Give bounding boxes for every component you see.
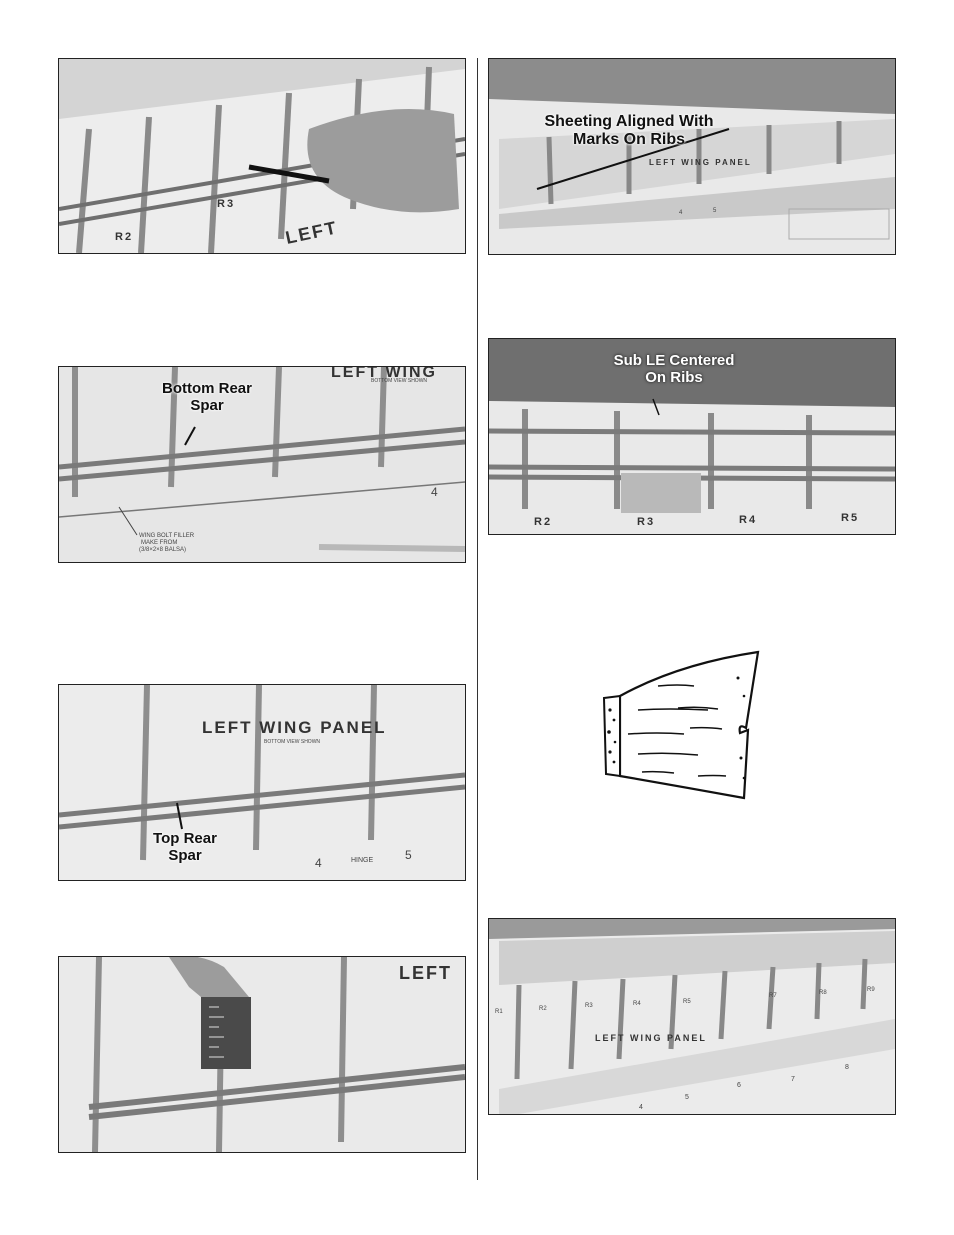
plan-subtitle-text: BOTTOM VIEW SHOWN xyxy=(264,739,320,745)
column-divider xyxy=(477,58,478,1180)
plan-number-6: 6 xyxy=(737,1082,741,1089)
plan-number-8: 8 xyxy=(845,1064,849,1071)
callout-sheeting-aligned: Sheeting Aligned With Marks On Ribs xyxy=(544,113,714,148)
rib-label-r8: R8 xyxy=(819,990,827,996)
rib-label-r1: R1 xyxy=(495,1009,503,1015)
photo-3-top-rear-spar: LEFT WING PANEL BOTTOM VIEW SHOWN 4 5 HI… xyxy=(58,684,466,881)
filler-note-line3: (3/8×2×8 BALSA) xyxy=(139,547,186,553)
photo-6-sub-le-centered: R2 R3 R4 R5 Sub LE Centered On Ribs xyxy=(488,338,896,535)
hinge-label: HINGE xyxy=(351,857,374,864)
plan-number-7: 7 xyxy=(791,1076,795,1083)
plan-subtitle-text: BOTTOM VIEW SHOWN xyxy=(371,378,427,384)
plan-title-text: LEFT WING PANEL xyxy=(649,158,752,167)
plan-number-4: 4 xyxy=(639,1104,643,1111)
rib-label-r2: R2 xyxy=(115,231,133,243)
callout-top-rear-spar: Top Rear Spar xyxy=(153,830,217,864)
plan-number-4: 4 xyxy=(679,210,683,216)
rib-label-r3: R3 xyxy=(217,198,235,210)
plan-title-text: LEFT xyxy=(399,963,452,983)
rib-label-r4: R4 xyxy=(633,1001,641,1007)
plan-number-5: 5 xyxy=(405,848,412,862)
rib-label-r5: R5 xyxy=(841,512,859,524)
rib-label-r7: R7 xyxy=(769,993,777,999)
rib-label-r5: R5 xyxy=(683,999,691,1005)
plan-number-5: 5 xyxy=(685,1094,689,1101)
callout-bottom-rear-spar: Bottom Rear Spar xyxy=(161,380,252,414)
plan-number-4: 4 xyxy=(315,856,322,870)
photo-7-sheeting-in-place: LEFT WING PANEL R1 R2 R3 R4 R5 R7 R8 R9 … xyxy=(488,918,896,1115)
plan-number-4: 4 xyxy=(431,485,438,499)
filler-note-line1: WING BOLT FILLER xyxy=(139,533,195,539)
photo-5-sheeting-aligned: LEFT WING PANEL 4 5 Sheeting Aligned Wit… xyxy=(488,58,896,255)
photo-4-measuring-spar: LEFT xyxy=(58,956,466,1153)
rib-label-r3: R3 xyxy=(585,1003,593,1009)
photo-2-bottom-rear-spar: LEFT WING BOTTOM VIEW SHOWN 4 WING BOLT … xyxy=(58,366,466,563)
photo-1-cutting-spar: R2 R3 LEFT xyxy=(58,58,466,254)
rib-label-r2: R2 xyxy=(534,516,552,528)
plan-title-text: LEFT WING PANEL xyxy=(202,718,387,737)
plan-title-text: LEFT WING PANEL xyxy=(595,1033,707,1043)
rib-label-r4: R4 xyxy=(739,514,757,526)
filler-note-line2: MAKE FROM xyxy=(141,540,177,546)
callout-sub-le-centered: Sub LE Centered On Ribs xyxy=(613,352,735,386)
plan-number-5: 5 xyxy=(713,208,717,214)
plan-title-text: LEFT WING xyxy=(331,367,437,381)
sheeting-illustration xyxy=(598,648,768,808)
rib-label-r9: R9 xyxy=(867,987,875,993)
rib-label-r2: R2 xyxy=(539,1006,547,1012)
rib-label-r3: R3 xyxy=(637,516,655,528)
